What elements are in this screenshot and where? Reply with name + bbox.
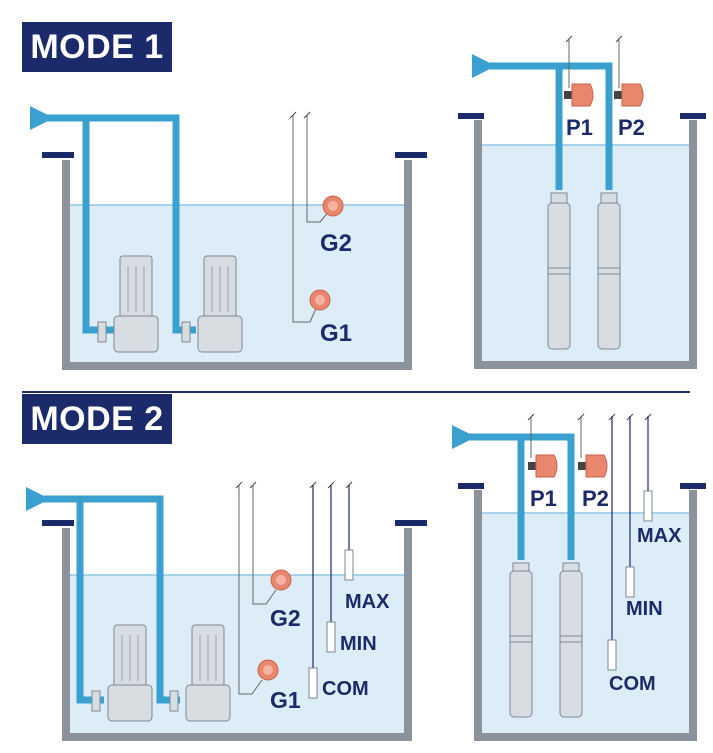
discharge-pipe-2: [521, 433, 575, 560]
electrode-label-min: MIN: [340, 633, 377, 655]
float-switch-icon: [257, 659, 279, 681]
tank-rim-left: [42, 520, 74, 526]
switch-label-p1: P1: [530, 486, 557, 511]
level-electrode-icon: [326, 621, 336, 653]
float-cable-g2: [252, 485, 277, 605]
float-label-g2: G2: [270, 605, 301, 631]
level-electrode-icon: [625, 566, 635, 598]
pressure-switch-icon: [564, 83, 594, 107]
vertical-pump-icon: [181, 255, 243, 353]
tank-rim-right: [395, 520, 427, 526]
tank-rim-right: [680, 113, 706, 119]
level-electrode-icon: [607, 639, 617, 671]
electrode-label-min: MIN: [626, 598, 663, 620]
level-electrode-icon: [643, 490, 653, 522]
float-cable-g1: [238, 485, 263, 695]
tank-rim-left: [458, 113, 484, 119]
level-electrode-icon: [344, 549, 354, 581]
section-divider: [22, 391, 690, 393]
mode1-title: MODE 1: [22, 22, 172, 72]
level-electrode-icon: [308, 667, 318, 699]
mode1-left-tank: G2 G1: [29, 106, 427, 370]
tank-rim-right: [680, 483, 706, 489]
submersible-pump-icon: [559, 562, 583, 718]
tank-wall: [62, 528, 412, 741]
float-switch-icon: [322, 195, 344, 217]
switch-label-p1: P1: [566, 115, 593, 140]
vertical-pump-icon: [169, 624, 231, 722]
tank-rim-left: [458, 483, 484, 489]
discharge-pipe-2: [559, 62, 613, 190]
float-label-g1: G1: [270, 687, 301, 713]
submersible-pump-icon: [547, 192, 571, 350]
switch-label-p2: P2: [582, 486, 609, 511]
tank-wall: [62, 160, 412, 370]
pressure-switch-icon: [614, 83, 644, 107]
pressure-switch-icon: [578, 454, 608, 478]
tank-wall: [474, 490, 697, 741]
float-cable-g2: [306, 115, 331, 223]
tank-rim-left: [42, 152, 74, 158]
mode2-right-tank: P1 P2 MAX MIN COM: [452, 413, 706, 741]
float-label-g2: G2: [320, 230, 352, 257]
tank-wall: [474, 120, 697, 369]
mode2-title: MODE 2: [22, 394, 172, 444]
float-cable-g1: [292, 115, 319, 323]
switch-label-p2: P2: [618, 115, 645, 140]
tank-rim-right: [395, 152, 427, 158]
float-label-g1: G1: [320, 320, 352, 347]
electrode-label-max: MAX: [637, 525, 682, 547]
vertical-pump-icon: [97, 255, 159, 353]
submersible-pump-icon: [597, 192, 621, 350]
electrode-label-com: COM: [609, 673, 656, 695]
pressure-switch-icon: [528, 454, 558, 478]
electrode-label-com: COM: [322, 678, 369, 700]
float-switch-icon: [309, 289, 331, 311]
vertical-pump-icon: [91, 624, 153, 722]
mode2-left-tank: G2 G1 MAX MIN COM: [25, 481, 427, 741]
water-volume: [482, 145, 689, 361]
electrode-label-max: MAX: [345, 591, 390, 613]
submersible-pump-icon: [509, 562, 533, 718]
float-switch-icon: [270, 569, 292, 591]
mode1-right-tank: P1 P2: [458, 35, 706, 369]
